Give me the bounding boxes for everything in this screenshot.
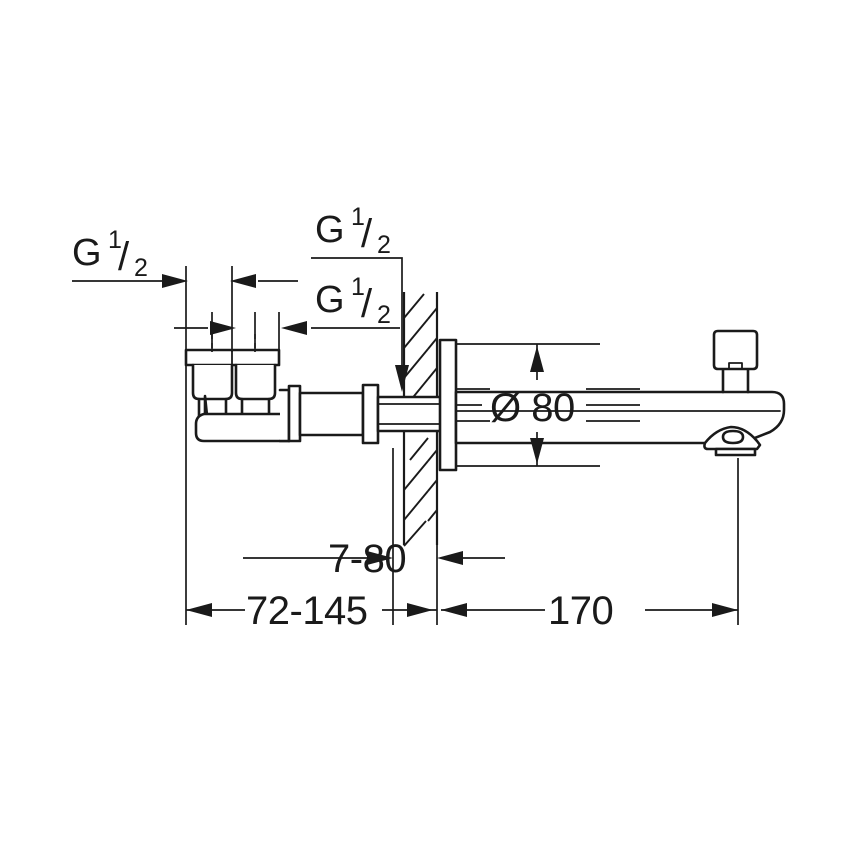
projection-arrowhead-right [712, 603, 738, 617]
thread-ur-arrowhead [395, 365, 409, 392]
escutcheon [438, 338, 458, 472]
depth-arrowhead-left [367, 551, 393, 565]
wall-depth-dimension-group: 7-80 [243, 537, 505, 581]
aerator-base-plate [714, 447, 757, 457]
thread-left-slash: / [118, 235, 130, 279]
valve-body-assembly [184, 348, 450, 445]
spout-barrel [454, 390, 786, 445]
dia-arrowhead-top [530, 346, 544, 372]
spacing-arrowhead-left [186, 603, 212, 617]
connector-cup-left [191, 363, 234, 401]
thread-label-lower-right-group: G 1 / 2 [281, 273, 400, 335]
sleeve-flange [361, 383, 380, 445]
thread-left-numerator: 1 [108, 226, 122, 254]
extension-lines [185, 266, 739, 625]
inlet-spacing-dimension-group: 72-145 [186, 589, 437, 633]
diameter-dimension-group: Ø 80 [456, 343, 640, 467]
thread-lr-denominator: 2 [377, 301, 391, 329]
diverter-stem [721, 367, 750, 394]
thread-ur-numerator: 1 [351, 203, 365, 231]
thread-lr-arrowhead [281, 321, 307, 335]
thread-ur-slash: / [361, 212, 373, 256]
thread-ur-leader [311, 257, 403, 388]
projection-dimension-group: 170 [441, 589, 738, 633]
wall-depth-label: 7-80 [328, 537, 406, 581]
thread-left-arrowhead [162, 274, 188, 288]
nipple-collar [287, 384, 302, 443]
diameter-label: Ø 80 [490, 386, 575, 430]
second-dim-arrowhead [210, 321, 236, 335]
top-dim-row [230, 274, 298, 288]
through-wall-tube [376, 395, 450, 433]
thread-ur-prefix: G [315, 209, 345, 251]
second-dim-row [174, 321, 236, 335]
thread-label-upper-right-group: G 1 / 2 [311, 203, 409, 392]
spout-assembly [454, 329, 786, 457]
wall-hatching [403, 293, 438, 547]
thread-left-prefix: G [72, 232, 102, 274]
escutcheon-plate [438, 338, 458, 472]
thread-ur-denominator: 2 [377, 231, 391, 259]
dia-arrowhead-bottom [530, 438, 544, 464]
inlet-spacing-label: 72-145 [246, 589, 368, 633]
elbow-outlet-stub [278, 388, 291, 443]
diverter-knob [712, 329, 759, 371]
depth-arrowhead-right [437, 551, 463, 565]
top-dim-arrowhead [230, 274, 256, 288]
projection-label: 170 [548, 589, 613, 633]
projection-arrowhead-left [441, 603, 467, 617]
aerator-ring [721, 429, 745, 445]
thread-label-left-group: G 1 / 2 [72, 226, 188, 288]
connector-cup-right [234, 363, 277, 401]
diverter-knob-collar [728, 362, 743, 370]
thread-lr-prefix: G [315, 279, 345, 321]
thread-lr-numerator: 1 [351, 273, 365, 301]
thread-lr-slash: / [361, 282, 373, 326]
spacing-arrowhead-right [407, 603, 433, 617]
extension-sleeve [298, 391, 365, 437]
elbow-outer-shell [194, 412, 291, 443]
thread-left-denominator: 2 [134, 254, 148, 282]
